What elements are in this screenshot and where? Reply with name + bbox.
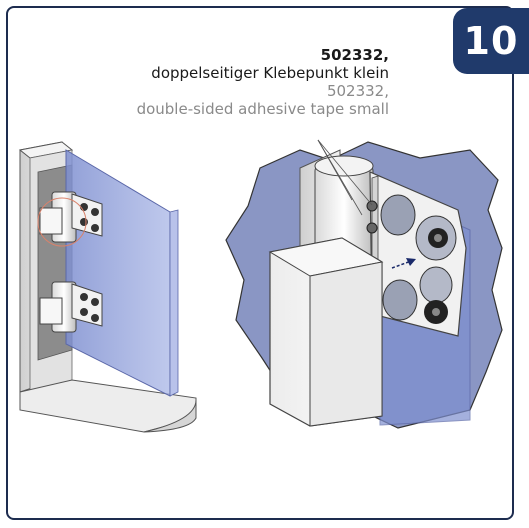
step-number: 10	[463, 19, 519, 63]
detail-drawing	[225, 139, 503, 429]
part-name-de: doppelseitiger Klebepunkt klein	[151, 64, 389, 82]
detail-callout-circle	[37, 197, 87, 247]
step-number-badge: 10	[453, 8, 529, 74]
adhesive-pad	[380, 194, 416, 236]
adhesive-pad	[382, 279, 418, 321]
part-code-en: 502332,	[326, 82, 389, 100]
part-label-block: 502332, doppelseitiger Klebepunkt klein …	[137, 46, 389, 118]
part-name-en: double-sided adhesive tape small	[136, 100, 389, 118]
leader-line	[317, 139, 373, 206]
leader-line	[317, 139, 353, 201]
overview-drawing	[18, 141, 197, 433]
part-code-de: 502332,	[320, 46, 389, 64]
